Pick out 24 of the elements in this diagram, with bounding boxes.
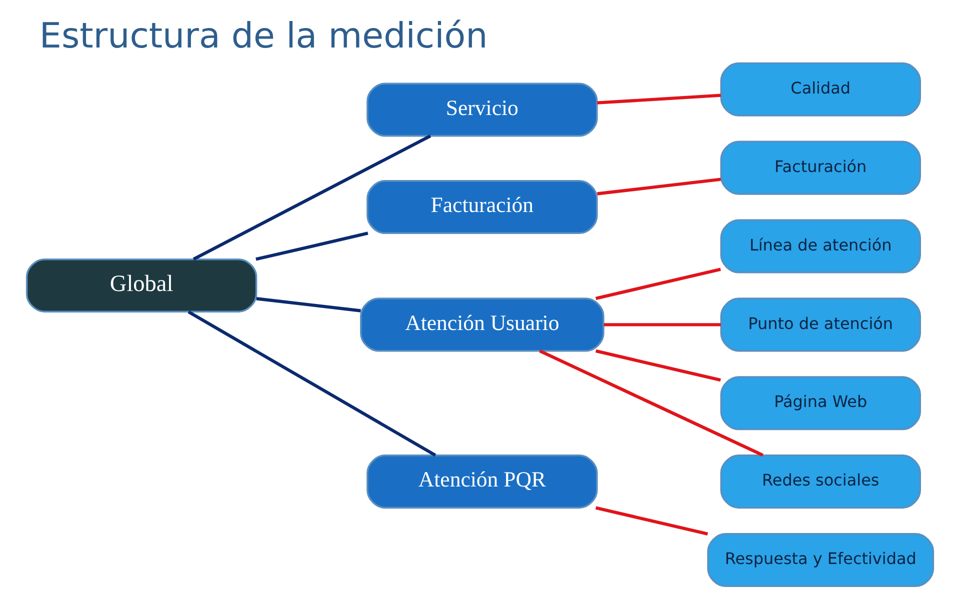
connector — [604, 323, 721, 326]
connector — [192, 134, 432, 261]
node-box: Línea de atención — [720, 219, 921, 274]
node-box: Servicio — [366, 82, 598, 137]
node-box: Atención Usuario — [360, 298, 604, 352]
connector — [595, 349, 721, 382]
connector — [539, 350, 764, 457]
connector — [595, 506, 708, 536]
node-box: Global — [26, 258, 258, 312]
node-box: Facturación — [720, 140, 921, 195]
node-box: Respuesta y Efectividad — [707, 532, 934, 588]
connector — [256, 297, 361, 312]
node-box: Atención PQR — [366, 454, 598, 509]
connector — [595, 268, 721, 300]
node-box: Redes sociales — [720, 454, 921, 509]
connector — [597, 94, 721, 104]
node-box: Página Web — [720, 376, 921, 430]
connector — [597, 178, 722, 196]
node-box: Punto de atención — [720, 298, 921, 352]
connector — [188, 310, 436, 457]
diagram-title: Estructura de la medición — [39, 16, 488, 57]
node-box: Facturación — [366, 180, 598, 234]
connector — [256, 232, 368, 261]
node-box: Calidad — [720, 62, 921, 116]
